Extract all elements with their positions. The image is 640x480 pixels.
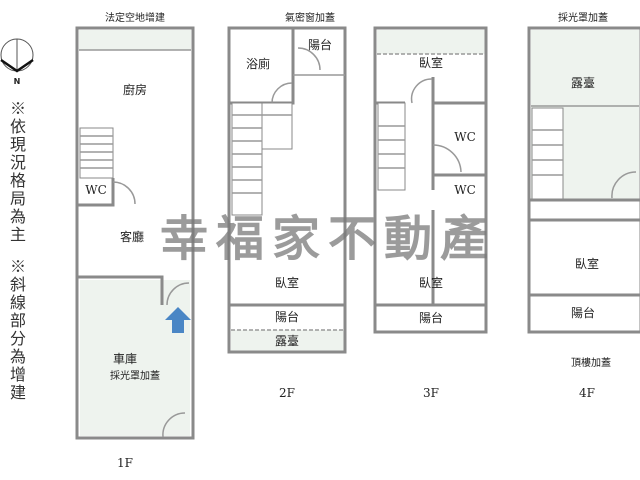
room-bath: 浴廁 xyxy=(246,56,270,71)
note-garage: 採光罩加蓋 xyxy=(110,369,160,382)
floor-label-1f: 1F xyxy=(117,456,133,470)
compass-label: N xyxy=(14,77,21,86)
room-wc-3f-2: WC xyxy=(454,183,476,197)
room-kitchen: 廚房 xyxy=(123,82,147,97)
room-bedroom-3f-top: 臥室 xyxy=(419,55,443,70)
floor-4f: 採光罩加蓋 露臺 臥室 陽台 頂樓加蓋 4F xyxy=(527,11,640,400)
room-bedroom-3f: 臥室 xyxy=(419,275,443,290)
room-terrace-2f: 露臺 xyxy=(275,333,299,348)
room-wc-3f-1: WC xyxy=(454,130,476,144)
floor-1f: 法定空地增建 廚房 WC 客廳 車庫 採光罩加蓋 1F xyxy=(75,11,195,470)
room-garage: 車庫 xyxy=(113,352,137,366)
note-4f-bottom: 頂樓加蓋 xyxy=(571,356,611,369)
floor-2f: 氣密窗加蓋 浴廁 陽台 臥室 陽台 露臺 2F xyxy=(227,11,347,400)
room-bedroom-4f: 臥室 xyxy=(575,256,599,271)
room-terrace-4f: 露臺 xyxy=(571,75,595,90)
note-2f-top: 氣密窗加蓋 xyxy=(285,11,335,24)
room-balcony-4f: 陽台 xyxy=(571,305,595,320)
floor-label-4f: 4F xyxy=(579,386,595,400)
floor-label-2f: 2F xyxy=(279,386,295,400)
room-wc-1f: WC xyxy=(85,183,107,197)
compass-icon: N xyxy=(0,38,34,86)
stairs xyxy=(79,127,114,179)
room-balcony-2f: 陽台 xyxy=(275,309,299,324)
entry-arrow-icon xyxy=(165,307,191,333)
note-1f-top: 法定空地增建 xyxy=(105,11,165,24)
floor-label-3f: 3F xyxy=(423,386,439,400)
room-balcony-2f-top: 陽台 xyxy=(308,37,332,52)
note-layout: ※依現況格局為主 xyxy=(9,99,26,244)
room-living: 客廳 xyxy=(120,229,144,244)
note-4f-top: 採光罩加蓋 xyxy=(558,11,608,24)
watermark: 幸福家不動產 xyxy=(160,211,496,267)
note-additions: ※斜線部分為增建 xyxy=(9,257,26,402)
room-bedroom-2f: 臥室 xyxy=(275,275,299,290)
room-balcony-3f: 陽台 xyxy=(419,310,443,325)
floor-3f: 臥室 WC WC 臥室 陽台 3F xyxy=(373,26,488,400)
